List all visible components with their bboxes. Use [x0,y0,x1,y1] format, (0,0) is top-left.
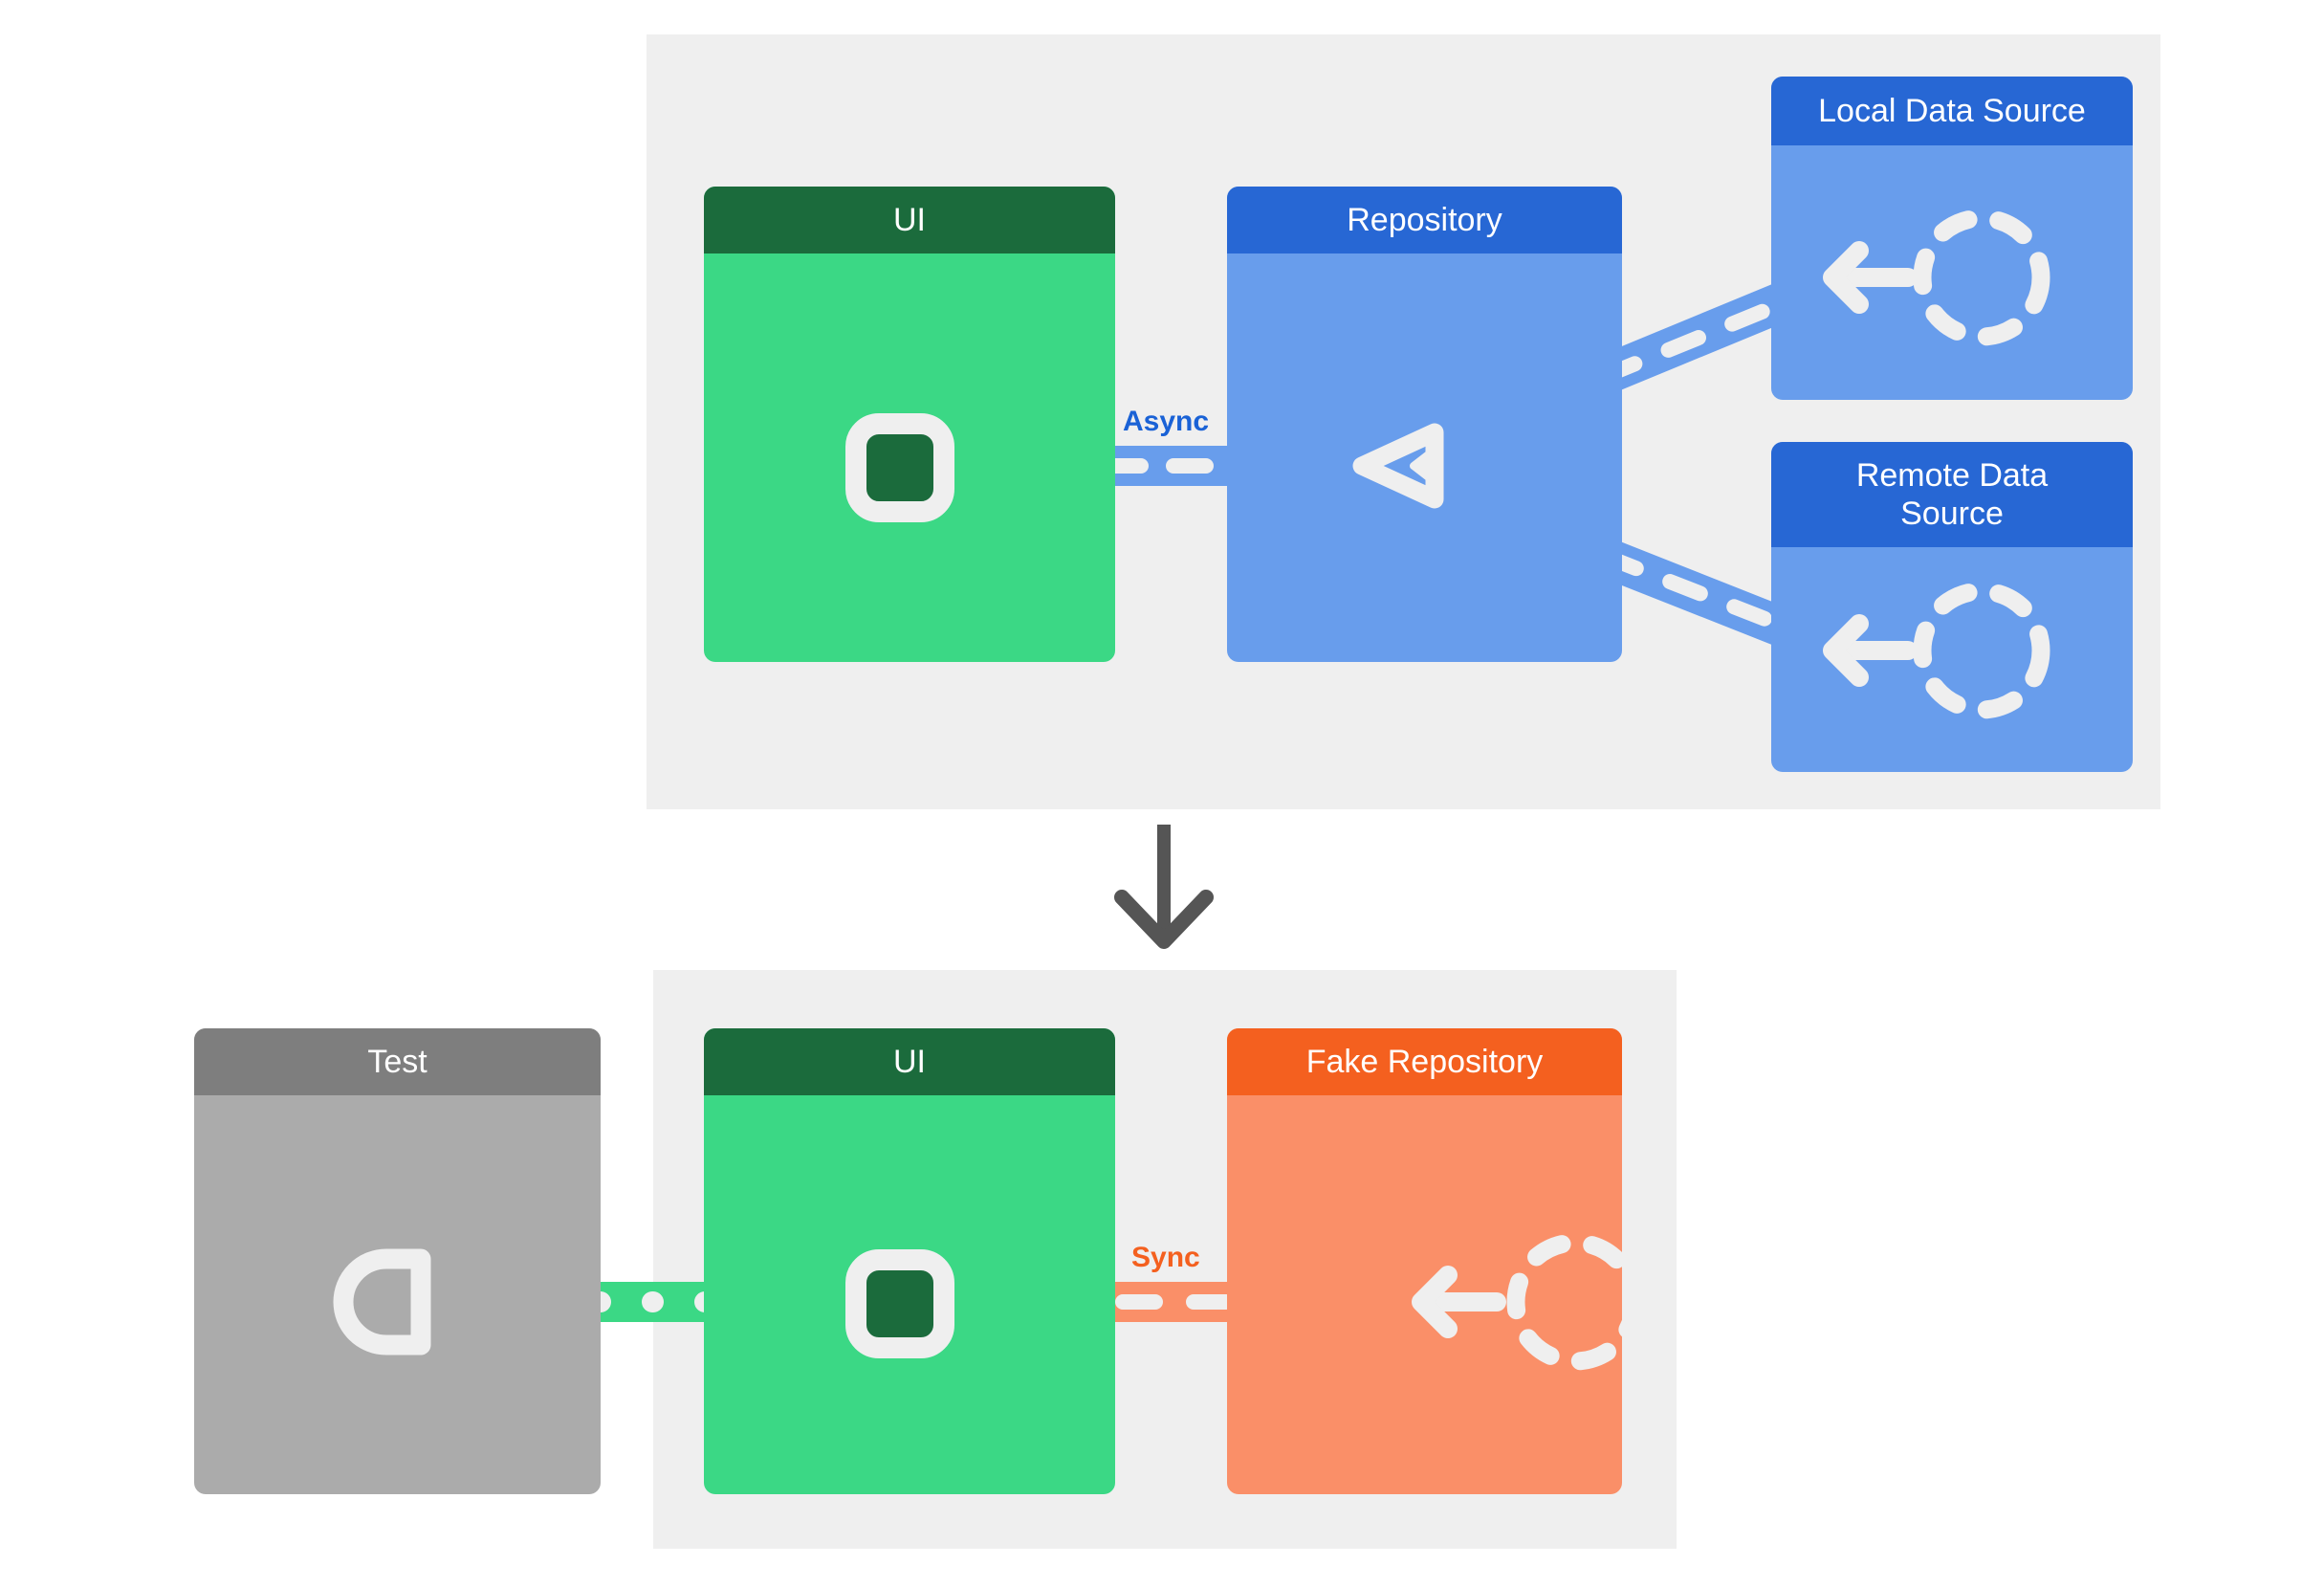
node-ui-test[interactable]: UI [704,1028,1115,1494]
node-test[interactable]: Test [194,1028,601,1494]
node-ui-production[interactable]: UI [704,187,1115,662]
node-test-body [194,1095,601,1494]
edge-label-sync: Sync [1126,1240,1206,1276]
node-fake-repository-header: Fake Repository [1227,1028,1622,1095]
node-ui-test-header: UI [704,1028,1115,1095]
node-fake-repository-body [1227,1095,1622,1494]
node-repository-body [1227,253,1622,662]
node-ui-test-title: UI [893,1043,926,1080]
node-test-title: Test [367,1043,428,1080]
node-repository-title: Repository [1347,201,1502,238]
node-ui-production-header: UI [704,187,1115,253]
node-remote-data-source[interactable]: Remote Data Source [1771,442,2133,772]
node-ui-test-body [704,1095,1115,1494]
edge-label-async: Async [1117,404,1216,440]
node-remote-data-source-title: Remote Data Source [1855,456,2049,532]
node-remote-data-source-body [1771,547,2133,772]
node-fake-repository[interactable]: Fake Repository [1227,1028,1622,1494]
node-fake-repository-title: Fake Repository [1305,1043,1544,1080]
node-local-data-source-header: Local Data Source [1771,77,2133,145]
node-remote-data-source-header: Remote Data Source [1771,442,2133,547]
node-ui-production-title: UI [893,201,926,238]
node-local-data-source-title: Local Data Source [1818,92,2086,129]
node-ui-production-body [704,253,1115,662]
down-arrow-icon [1114,825,1214,949]
node-test-header: Test [194,1028,601,1095]
node-repository[interactable]: Repository [1227,187,1622,662]
node-local-data-source[interactable]: Local Data Source [1771,77,2133,400]
node-repository-header: Repository [1227,187,1622,253]
node-local-data-source-body [1771,145,2133,400]
